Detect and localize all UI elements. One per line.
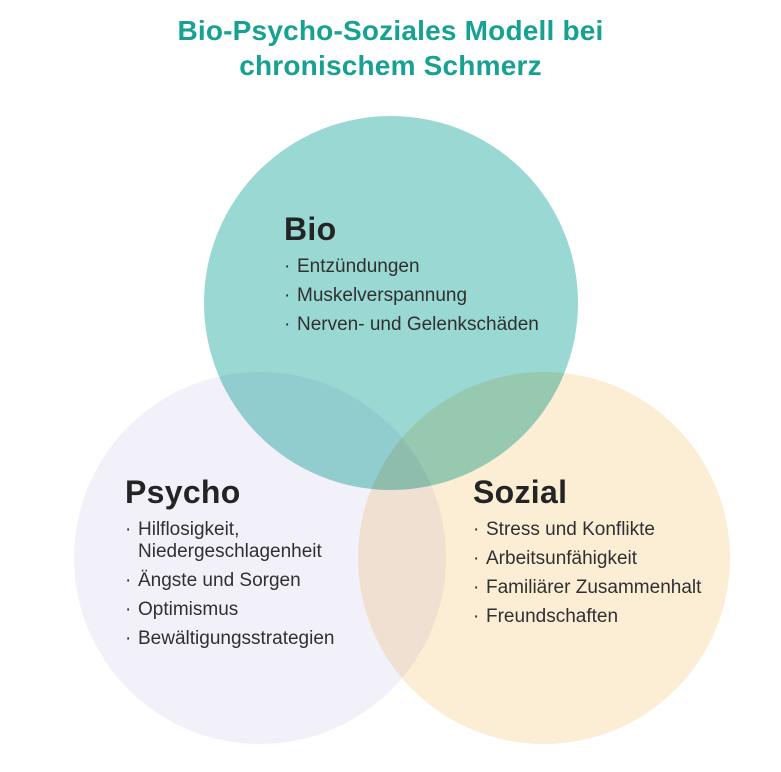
bio-heading: Bio xyxy=(284,211,337,247)
bullet-icon: · xyxy=(284,256,291,277)
bullet-icon: · xyxy=(473,519,480,540)
list-item: · Muskelverspannung xyxy=(284,285,546,307)
bio-text-group: Bio · Entzündungen · Muskelverspannung · Nerv… xyxy=(284,210,546,343)
list-item-text: Optimismus xyxy=(138,599,239,620)
bullet-icon: · xyxy=(284,285,291,306)
bullet-icon: · xyxy=(125,628,132,649)
list-item: · Hilflosigkeit, Niedergeschlagenheit xyxy=(125,519,360,563)
bullet-icon: · xyxy=(125,599,132,620)
page-title-line-2: chronischem Schmerz xyxy=(239,50,542,81)
list-item: · Familiärer Zusammenhalt xyxy=(473,577,718,599)
psycho-text-group: Psycho · Hilflosigkeit, Niedergeschlagenh… xyxy=(125,473,360,657)
sozial-heading: Sozial xyxy=(473,474,568,510)
list-item-text: Arbeitsunfähigkeit xyxy=(486,548,638,569)
list-item-text: Stress und Konflikte xyxy=(486,519,655,540)
bio-item-list: · Entzündungen · Muskelverspannung · Nerven- … xyxy=(284,256,546,336)
bullet-icon: · xyxy=(473,577,480,598)
bullet-icon: · xyxy=(473,606,480,627)
list-item-text: Ängste und Sorgen xyxy=(138,570,301,591)
list-item: · Optimismus xyxy=(125,599,360,621)
page-title-line-1: Bio-Psycho-Soziales Modell bei xyxy=(177,15,604,46)
psycho-heading: Psycho xyxy=(125,474,241,510)
list-item: · Entzündungen xyxy=(284,256,546,278)
bullet-icon: · xyxy=(125,519,132,540)
bullet-icon: · xyxy=(473,548,480,569)
list-item: · Stress und Konflikte xyxy=(473,519,718,541)
sozial-item-list: · Stress und Konflikte · Arbeitsunfähigkeit… xyxy=(473,519,718,628)
list-item-text: Nerven- und Gelenkschäden xyxy=(297,314,539,335)
list-item-text: Bewältigungsstrategien xyxy=(138,628,335,649)
page-title: Bio-Psycho-Soziales Modell bei chronisch… xyxy=(0,13,781,83)
list-item-text: Freundschaften xyxy=(486,606,619,627)
list-item-text: Entzündungen xyxy=(297,256,420,277)
list-item-text: Hilflosigkeit, Niedergeschlagenheit xyxy=(138,519,322,562)
list-item: · Freundschaften xyxy=(473,606,718,628)
list-item-text: Familiärer Zusammenhalt xyxy=(486,577,702,598)
sozial-text-group: Sozial · Stress und Konflikte · Arbeitsunfä… xyxy=(473,473,718,635)
bullet-icon: · xyxy=(284,314,291,335)
list-item: · Ängste und Sorgen xyxy=(125,570,360,592)
list-item: · Bewältigungsstrategien xyxy=(125,628,360,650)
list-item: · Arbeitsunfähigkeit xyxy=(473,548,718,570)
psycho-item-list: · Hilflosigkeit, Niedergeschlagenheit · Äng… xyxy=(125,519,360,650)
sozial-circle xyxy=(358,372,730,744)
bullet-icon: · xyxy=(125,570,132,591)
list-item-text: Muskelverspannung xyxy=(297,285,468,306)
list-item: · Nerven- und Gelenkschäden xyxy=(284,314,546,336)
